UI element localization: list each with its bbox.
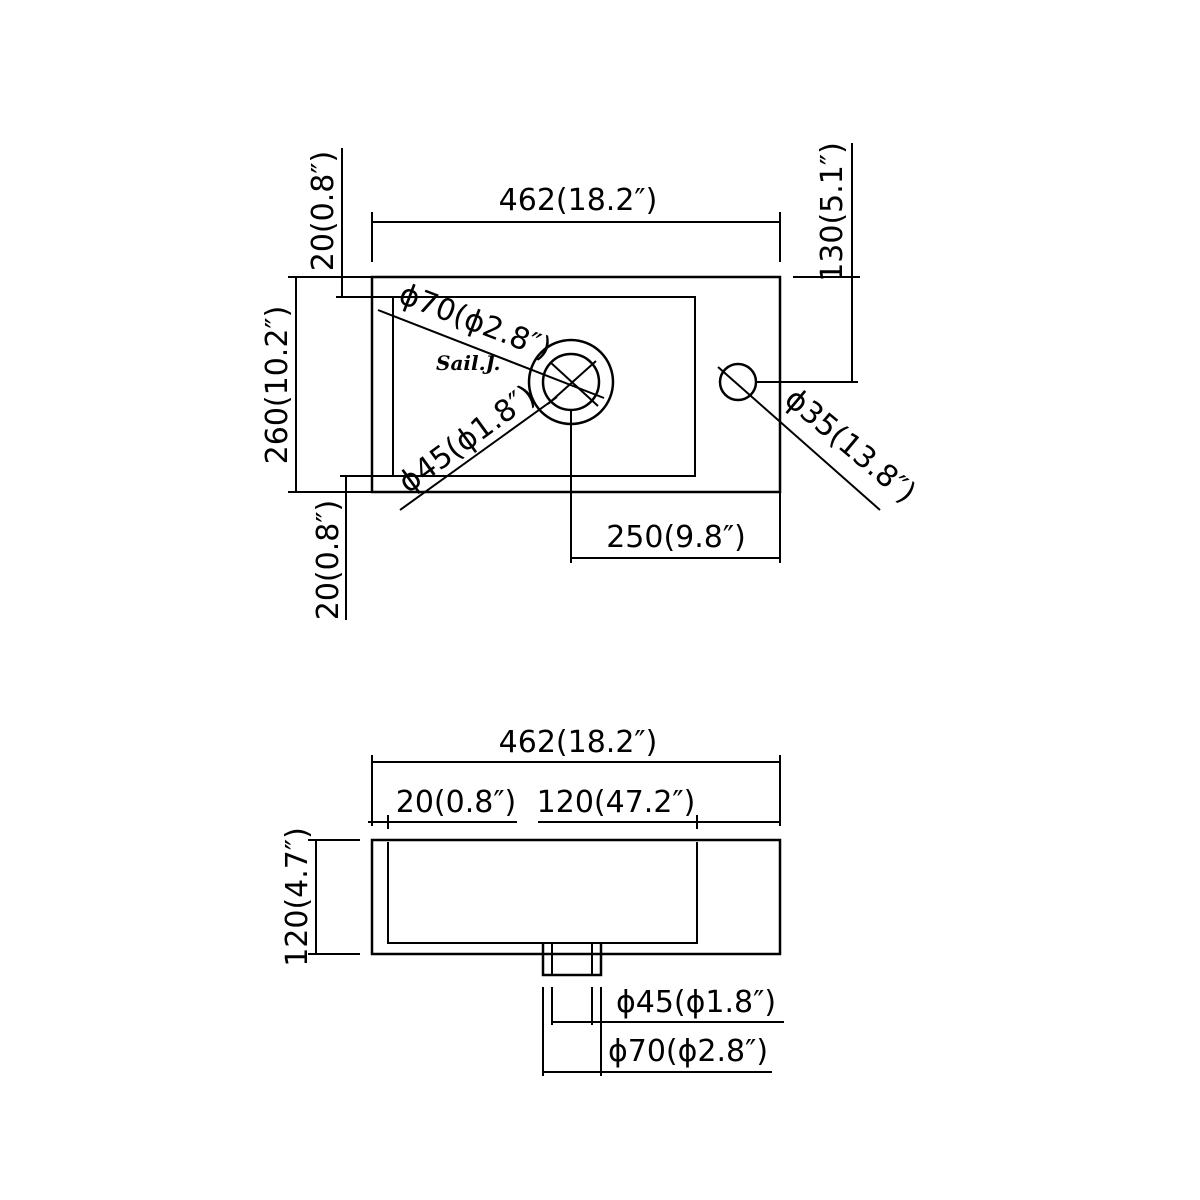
top-width-label: 462(18.2″) [499,183,658,218]
front-inner-basin [387,842,698,944]
depth-label: 260(10.2″) [260,306,295,465]
drain-pipe-outer [541,943,603,977]
height-label: 120(4.7″) [280,827,315,967]
tap-hole-leader [717,366,881,511]
drain-offset-label: 250(9.8″) [606,520,746,555]
margin-top-label: 20(0.8″) [306,151,341,272]
top-view: 462(18.2″) 260(10.2″) 20(0.8″) 20(0.8″) … [260,142,922,620]
front-outer-outline [370,838,782,956]
basin-dim-label: 120(47.2″) [537,785,696,820]
drain-inner-dia-label: ϕ45(ϕ1.8″) [392,378,542,500]
top-inner-basin [380,296,696,477]
margin-bottom-label: 20(0.8″) [311,500,346,621]
brand-logo: Sail.J. [436,351,500,375]
drain-inner-leader [399,396,558,511]
top-outer-outline [370,275,782,494]
wall-dim-label: 20(0.8″) [396,785,517,820]
front-width-label: 462(18.2″) [499,725,658,760]
front-view: 462(18.2″) 20(0.8″) 120(47.2″) 120(4.7″)… [280,725,784,1076]
tap-hole-dia-label: ϕ35(13.8″) [778,381,923,510]
drain-cross-1 [549,361,599,407]
drain-outer-leader [377,309,605,399]
front-drain-inner-label: ϕ45(ϕ1.8″) [616,985,776,1020]
front-drain-outer-label: ϕ70(ϕ2.8″) [608,1034,768,1069]
tap-offset-label: 130(5.1″) [815,142,850,282]
